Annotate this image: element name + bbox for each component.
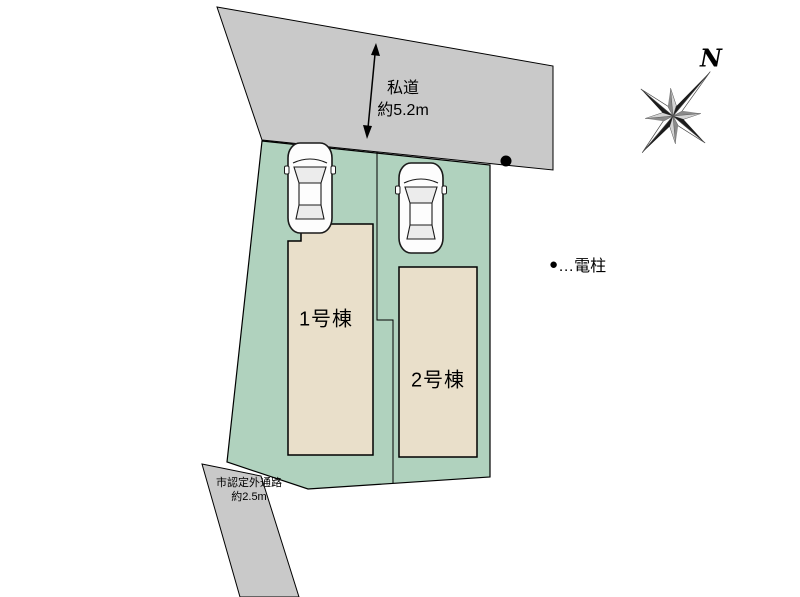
building-1-shape — [287, 223, 374, 456]
compass-icon — [640, 71, 711, 153]
road-bottom — [201, 463, 300, 597]
utility-pole-dot — [500, 155, 512, 167]
building-2-label: 2号棟 — [410, 369, 466, 392]
utility-pole-legend-icon: ● — [549, 255, 559, 273]
car-1-icon — [283, 142, 337, 234]
legend-text: …電柱 — [558, 258, 607, 275]
building-1-label: 1号棟 — [298, 308, 354, 331]
road-bottom-label: 市認定外通路 約2.5m — [216, 477, 282, 505]
car-2-icon — [394, 162, 448, 254]
road-top-name: 私道 — [386, 80, 420, 97]
road-bottom-name: 市認定外通路 — [216, 477, 282, 489]
building-2-shape — [398, 266, 478, 458]
road-bottom-width: 約2.5m — [231, 490, 267, 503]
width-arrow-icon — [363, 43, 380, 139]
lot-boundary-line — [376, 152, 394, 483]
road-top-label: 私道 約5.2m — [377, 78, 429, 121]
road-top-width: 約5.2m — [377, 101, 429, 119]
compass-n-label: N — [700, 43, 722, 73]
legend: ● …電柱 — [549, 252, 606, 276]
road-top — [216, 6, 554, 171]
